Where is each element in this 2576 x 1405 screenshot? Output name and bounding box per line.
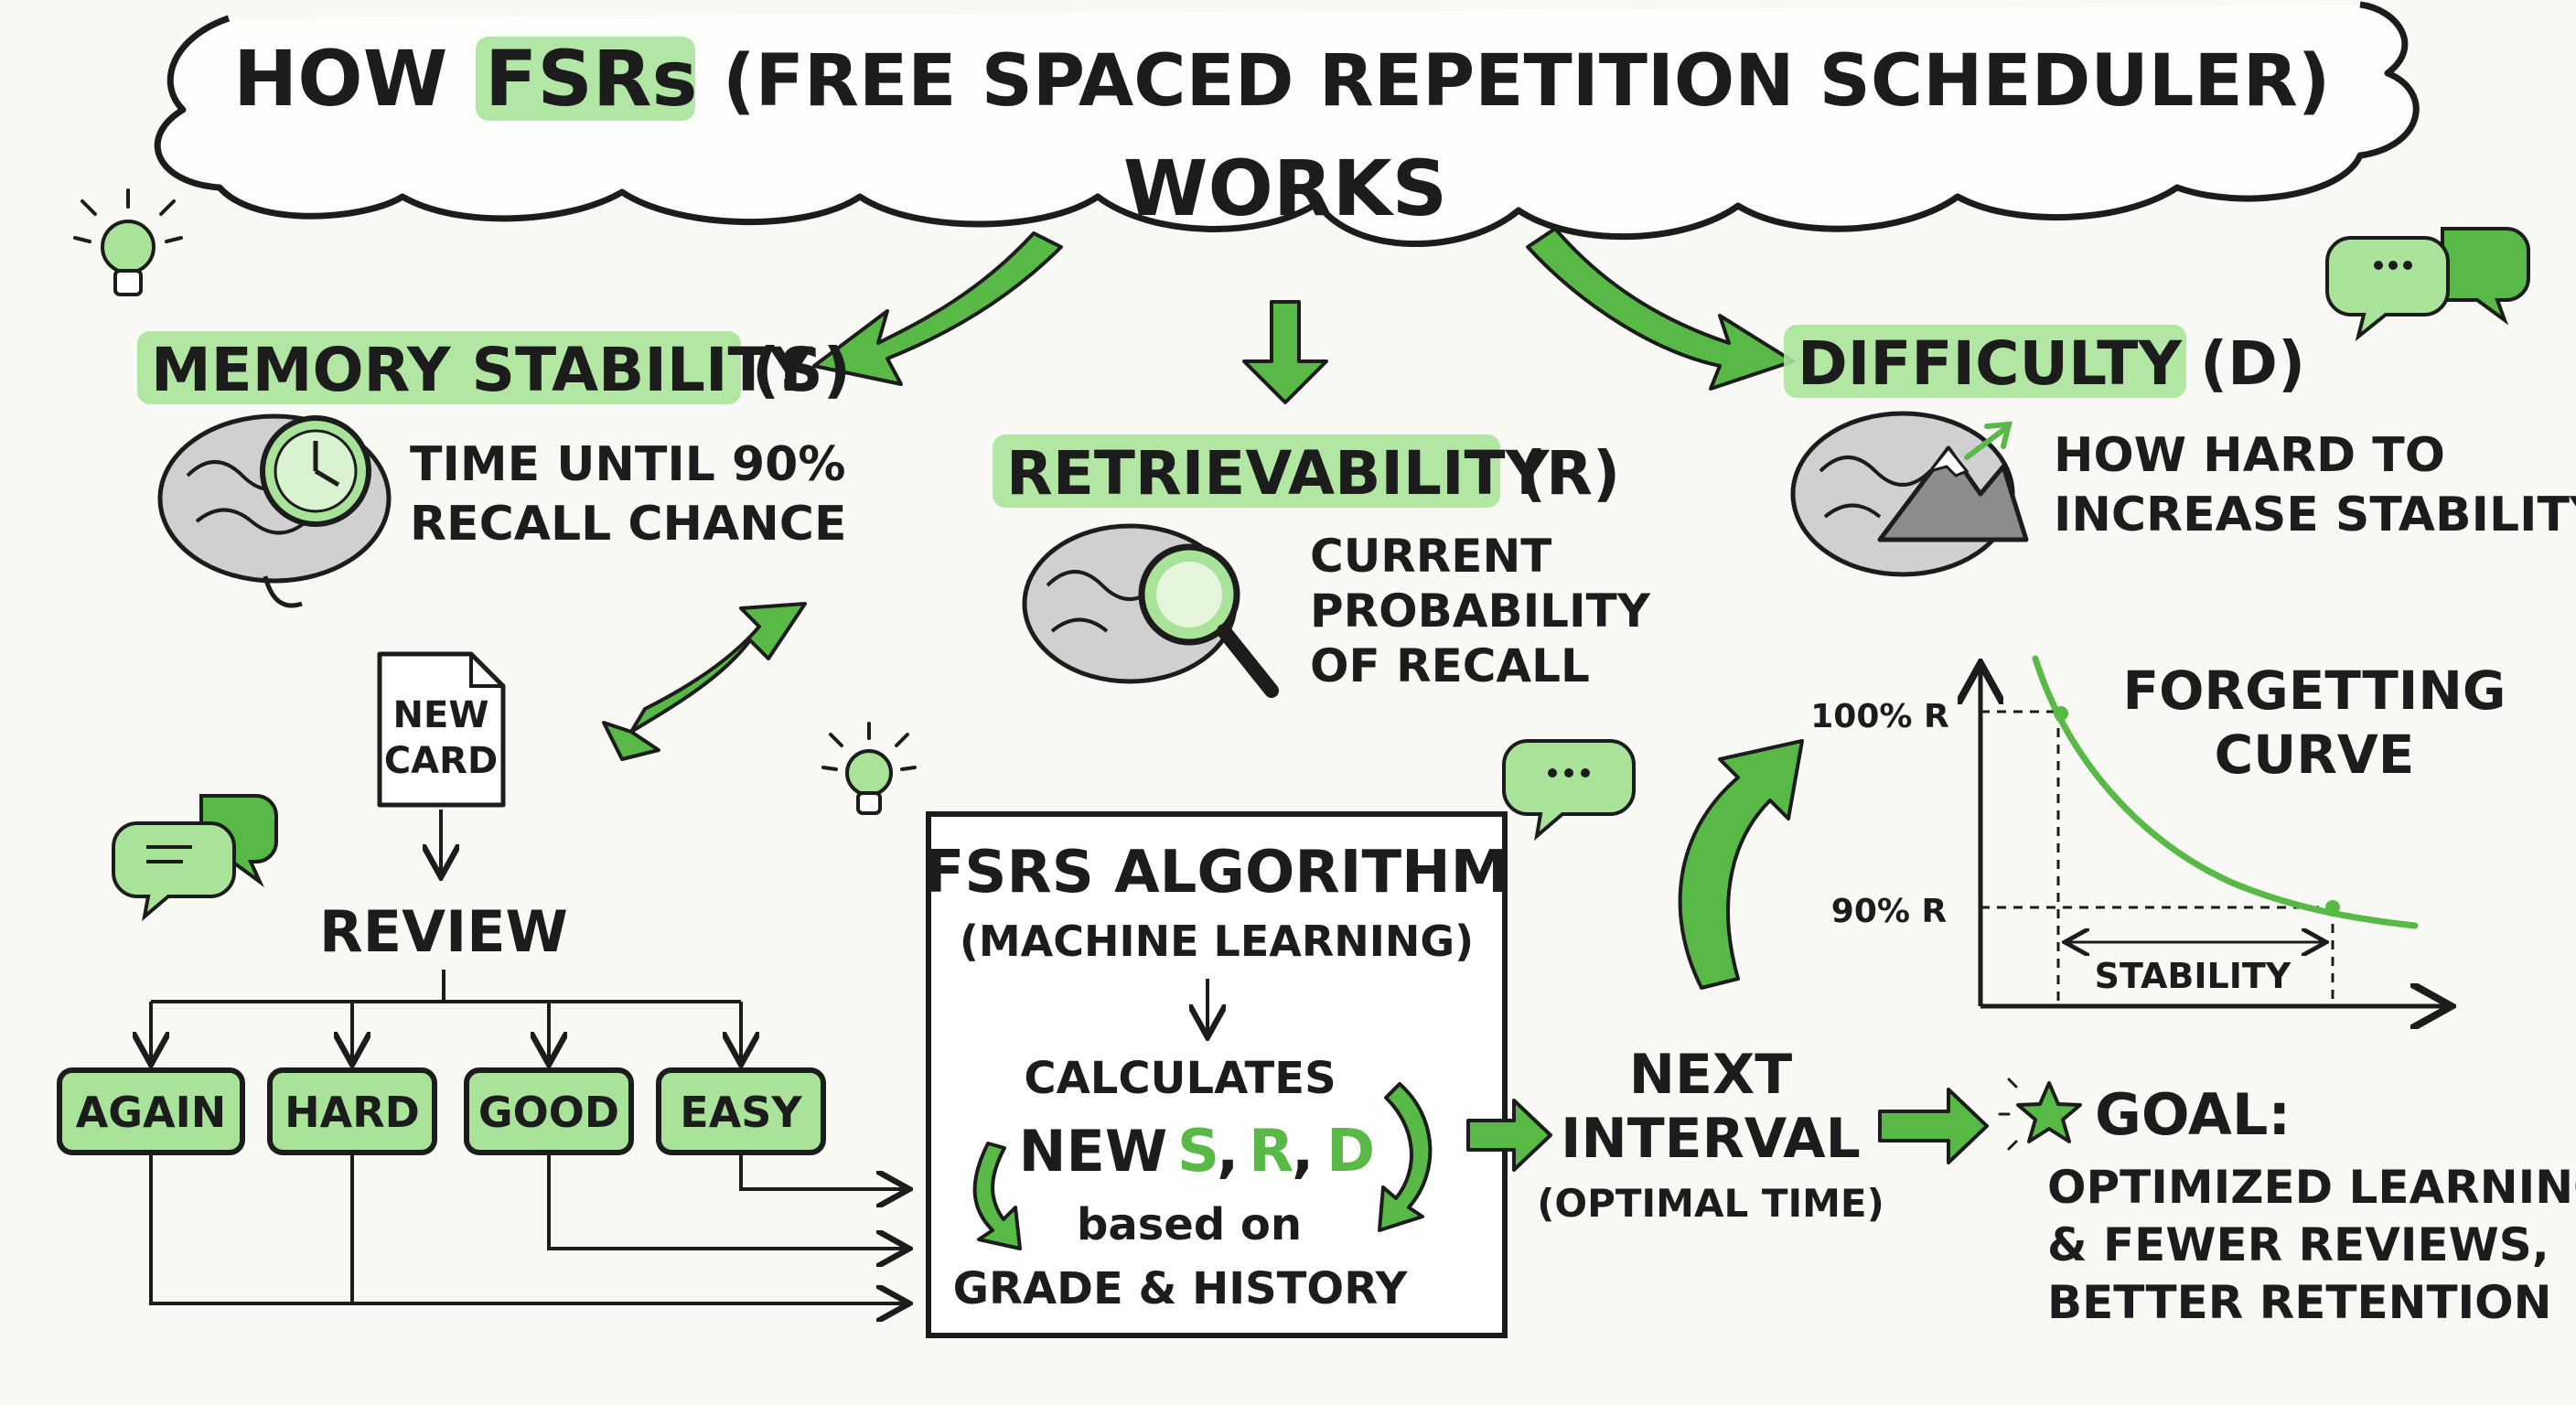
grade-easy-button[interactable]: EASY	[656, 1067, 826, 1155]
curve-title-2: CURVE	[2215, 724, 2415, 786]
difficulty-desc-2: INCREASE STABILITY	[2054, 488, 2576, 542]
next-interval-line1: NEXT	[1629, 1043, 1792, 1107]
card-line2: CARD	[384, 740, 498, 782]
grade-tree	[151, 970, 906, 1303]
algorithm-calc: CALCULATES	[1024, 1053, 1336, 1104]
speech-bubble-icon	[112, 794, 278, 922]
card-line1: NEW	[393, 694, 489, 736]
page-title: HOW FSRs (FREE SPACED REPETITION SCHEDUL…	[233, 34, 2330, 233]
algorithm-new-prefix: NEW	[1019, 1118, 1168, 1185]
curve-y-top: 100% R	[1810, 698, 1948, 735]
algorithm-box: FSRS ALGORITHM (MACHINE LEARNING) CALCUL…	[925, 811, 1509, 1338]
speech-bubble-icon	[1502, 739, 1636, 842]
grade-again-label: AGAIN	[76, 1088, 227, 1137]
grade-easy-label: EASY	[680, 1088, 802, 1137]
grade-hard-button[interactable]: HARD	[267, 1067, 437, 1155]
algorithm-grade-history: GRADE & HISTORY	[953, 1263, 1409, 1314]
algorithm-new-s: S	[1177, 1118, 1219, 1185]
lightbulb-icon	[821, 722, 917, 815]
algorithm-sep-1: ,	[1217, 1118, 1239, 1185]
lightbulb-icon	[73, 188, 183, 296]
new-card: NEW CARD	[377, 651, 506, 874]
star-icon	[1998, 1078, 2082, 1151]
stability-symbol: (S)	[752, 335, 851, 405]
goal-line2: & FEWER REVIEWS,	[2047, 1218, 2549, 1271]
difficulty-desc-1: HOW HARD TO	[2054, 428, 2445, 483]
forgetting-curve: 100% R 90% R STABILITY FORGETTING CURVE	[1810, 655, 2506, 1006]
difficulty-symbol: (D)	[2200, 328, 2305, 399]
retrievability-desc-2: PROBABILITY	[1310, 585, 1651, 638]
speech-bubble-icon	[2325, 227, 2530, 342]
difficulty-label: DIFFICULTY	[1798, 328, 2183, 399]
brain-clock-icon	[157, 413, 392, 608]
cycle-arrows	[972, 1082, 1433, 1250]
grade-again-button[interactable]: AGAIN	[57, 1067, 245, 1155]
algorithm-title: FSRS ALGORITHM	[925, 839, 1509, 906]
curve-span-label: STABILITY	[2095, 956, 2292, 996]
grade-hard-label: HARD	[284, 1088, 420, 1137]
title-cloud	[154, 1, 2420, 248]
grade-buttons: AGAIN HARD GOOD EASY	[57, 1067, 826, 1155]
brain-mountain-icon	[1790, 411, 2029, 577]
retrievability-desc-3: OF RECALL	[1310, 639, 1590, 692]
goal-line1: OPTIMIZED LEARNING	[2047, 1161, 2576, 1214]
title-line2: WORKS	[1123, 144, 1447, 233]
cloud-arrows	[812, 227, 1795, 404]
retrievability-label: RETRIEVABILITY	[1006, 438, 1551, 509]
curve-title-1: FORGETTING	[2123, 660, 2506, 722]
curve-y-mid: 90% R	[1831, 893, 1947, 930]
next-interval-line2: INTERVAL	[1561, 1107, 1861, 1171]
feedback-arrow	[602, 602, 807, 761]
algorithm-sep-2: ,	[1292, 1118, 1314, 1185]
arrow-to-interval	[1466, 1099, 1552, 1172]
brain-magnifier-icon	[1022, 523, 1279, 698]
arrow-to-curve	[1678, 739, 1804, 990]
title-highlight: FSRs	[485, 34, 698, 123]
stability-desc-1: TIME UNTIL 90%	[410, 437, 845, 492]
grade-good-button[interactable]: GOOD	[464, 1067, 634, 1155]
algorithm-new-r: R	[1249, 1118, 1293, 1185]
retrievability-desc-1: CURRENT	[1310, 530, 1551, 583]
algorithm-based: based on	[1077, 1199, 1302, 1250]
grade-good-label: GOOD	[478, 1088, 619, 1137]
stability-section: MEMORY STABILITY (S) TIME UNTIL 90% RECA…	[137, 331, 851, 608]
goal-line3: BETTER RETENTION	[2047, 1276, 2552, 1329]
goal-section: GOAL: OPTIMIZED LEARNING & FEWER REVIEWS…	[1998, 1078, 2576, 1329]
title-pre: HOW	[233, 34, 447, 123]
next-interval-line3: (OPTIMAL TIME)	[1537, 1181, 1884, 1226]
retrievability-section: RETRIEVABILITY (R) CURRENT PROBABILITY O…	[993, 434, 1651, 698]
difficulty-section: DIFFICULTY (D) HOW HARD TO INCREASE STAB…	[1784, 325, 2576, 577]
algorithm-subtitle: (MACHINE LEARNING)	[960, 917, 1474, 966]
arrow-to-goal	[1878, 1088, 1989, 1164]
title-post: (FREE SPACED REPETITION SCHEDULER)	[723, 40, 2330, 123]
goal-title: GOAL:	[2095, 1081, 2291, 1148]
stability-label: MEMORY STABILITY	[151, 335, 814, 405]
algorithm-new-d: D	[1326, 1118, 1375, 1185]
next-interval: NEXT INTERVAL (OPTIMAL TIME)	[1537, 1043, 1884, 1226]
review-label: REVIEW	[319, 898, 568, 965]
retrievability-symbol: (R)	[1519, 438, 1620, 509]
stability-desc-2: RECALL CHANCE	[410, 497, 846, 552]
